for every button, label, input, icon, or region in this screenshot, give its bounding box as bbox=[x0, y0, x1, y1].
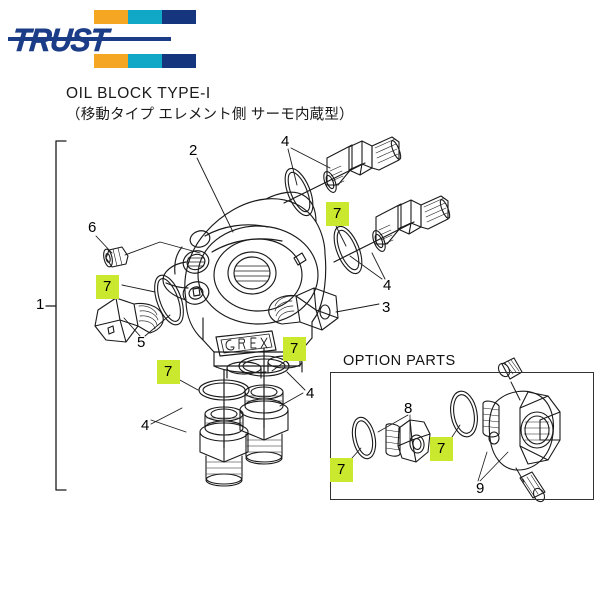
title-japanese: （移動タイプ エレメント側 サーモ内蔵型） bbox=[66, 107, 354, 123]
logo-block-navy bbox=[162, 54, 196, 68]
logo-color-blocks-bottom bbox=[94, 54, 196, 68]
oring-4-br bbox=[238, 355, 290, 377]
callout-4-mid: 4 bbox=[383, 277, 392, 294]
callout-9: 9 bbox=[476, 480, 485, 497]
callout-7-left: 7 bbox=[96, 275, 120, 299]
assembly-bracket bbox=[45, 140, 67, 491]
logo-block-cyan bbox=[128, 10, 162, 24]
logo-underline-bar bbox=[8, 37, 171, 41]
option-parts-box bbox=[330, 372, 594, 500]
callout-6: 6 bbox=[88, 219, 97, 236]
callout-7-option-right: 7 bbox=[430, 437, 454, 461]
part-6-bleed-screw bbox=[103, 246, 129, 268]
callout-2: 2 bbox=[189, 142, 198, 159]
callout-7-option-left: 7 bbox=[330, 458, 354, 482]
logo-block-orange bbox=[94, 10, 128, 24]
part-3-hex-plug-right bbox=[268, 287, 339, 331]
callout-4-bottom-left: 4 bbox=[141, 417, 150, 434]
callout-7-upper-right: 7 bbox=[326, 202, 350, 226]
callout-4-top: 4 bbox=[281, 133, 290, 150]
title-english: OIL BLOCK TYPE-I bbox=[66, 85, 211, 102]
option-parts-title: OPTION PARTS bbox=[343, 353, 456, 369]
oring-4-bl bbox=[198, 379, 250, 401]
logo-wordmark: TRUST bbox=[10, 22, 110, 59]
logo-color-blocks-top bbox=[94, 10, 196, 24]
callout-1: 1 bbox=[36, 296, 45, 313]
part-4-fitting-bottom-left bbox=[198, 369, 250, 487]
part-4-fitting-bottom-right bbox=[238, 347, 290, 465]
callout-5: 5 bbox=[137, 334, 146, 351]
logo-block-orange bbox=[94, 54, 128, 68]
logo-block-navy bbox=[162, 10, 196, 24]
oring-4-mid bbox=[333, 225, 363, 275]
callout-7-lower-left: 7 bbox=[157, 360, 181, 384]
callout-8: 8 bbox=[404, 400, 413, 417]
logo-block-cyan bbox=[128, 54, 162, 68]
grex-badge bbox=[215, 330, 277, 357]
oring-4-top bbox=[284, 167, 314, 217]
callout-3: 3 bbox=[382, 299, 391, 316]
callout-4-bottom-right: 4 bbox=[306, 385, 315, 402]
oring-7-left bbox=[154, 274, 184, 326]
callout-7-mid-right: 7 bbox=[283, 337, 307, 361]
trust-logo: TRUST bbox=[8, 10, 196, 68]
page-title: OIL BLOCK TYPE-I （移動タイプ エレメント側 サーモ内蔵型） bbox=[66, 84, 486, 126]
